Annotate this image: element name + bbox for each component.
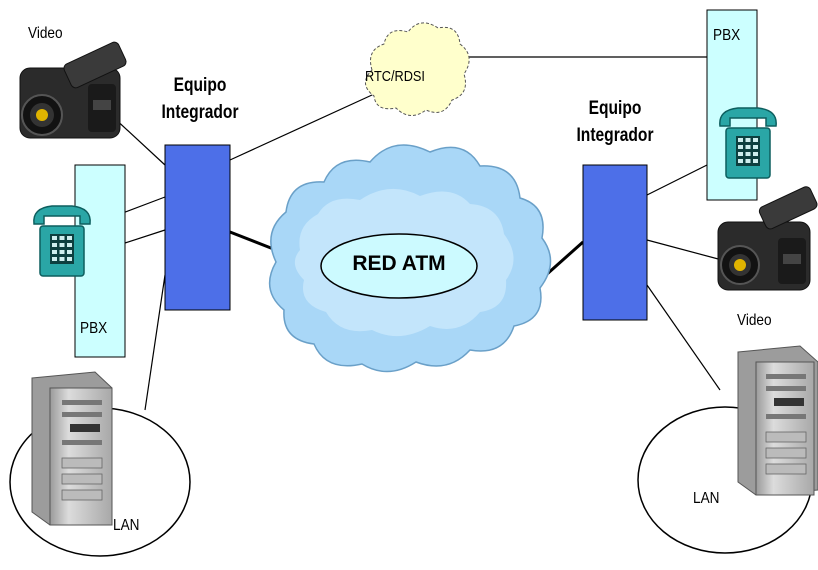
server-icon xyxy=(737,345,818,496)
rtc-label: RTC/RDSI xyxy=(365,68,425,85)
left-video-label: Video xyxy=(28,25,63,42)
right-video-label: Video xyxy=(737,312,772,329)
video-camera-icon xyxy=(717,186,818,291)
video-camera-icon xyxy=(19,41,127,139)
right-integrator-box xyxy=(582,164,648,321)
right-pbx-label: PBX xyxy=(713,27,741,44)
left-lan-label: LAN xyxy=(113,517,140,534)
right-integrator-label: Equipo Integrador xyxy=(576,98,654,146)
atm-oval xyxy=(320,233,478,299)
left-integrator-label: Equipo Integrador xyxy=(161,75,239,123)
telephone-icon xyxy=(719,107,777,179)
telephone-icon xyxy=(33,205,91,277)
left-pbx-label: PBX xyxy=(80,320,108,337)
left-integrator-box xyxy=(164,144,231,311)
right-lan-label: LAN xyxy=(693,490,720,507)
cloud-icon xyxy=(365,22,470,116)
atm-label: RED ATM xyxy=(352,252,446,275)
server-icon xyxy=(31,371,113,526)
connection-lines xyxy=(111,56,723,411)
